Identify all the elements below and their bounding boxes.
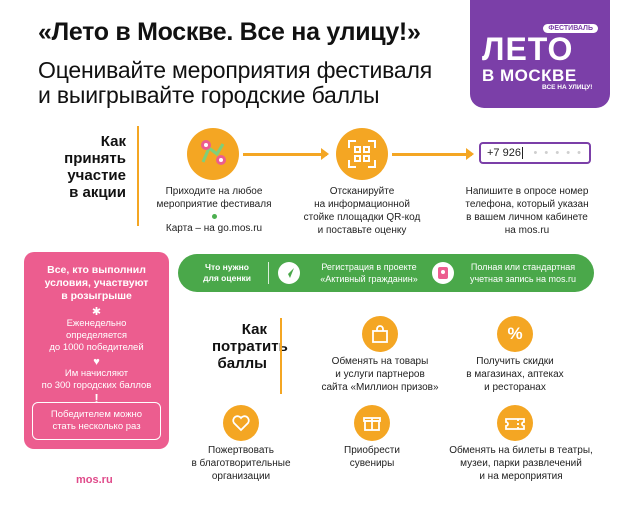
item-line: Обменять на товары [331,356,429,367]
heading-line: участие [67,167,126,184]
section-divider [137,126,139,226]
step-line: Приходите на любое [165,186,263,197]
item-line: музеи, парки развлечений [460,458,582,469]
step-3-text: Напишите в опросе номер телефона, которы… [452,185,602,237]
logo-badge: ФЕСТИВАЛЬ [543,24,598,33]
phone-mask: • • • • • [533,147,583,159]
requirement-1: Регистрация в проекте «Активный граждани… [304,261,434,285]
step-line: на mos.ru [504,225,550,236]
heading-line: потратить [212,338,288,355]
section-divider [280,318,282,394]
logo-main-text: ЛЕТО [482,31,574,67]
bullet-dot [211,214,217,219]
requirement-line: «Активный гражданин» [320,274,418,284]
step-line: телефона, который указан [465,199,589,210]
text-cursor [521,147,523,160]
fact-line: Им начисляют [64,368,129,379]
item-line: Пожертвовать [208,445,274,456]
heading-line: в розыгрыше [61,290,132,302]
heading-line: Все, кто выполнил [47,264,146,276]
item-line: Приобрести [344,445,400,456]
item-line: сувениры [349,458,395,469]
spend-item-5-text: Обменять на билеты в театры, музеи, парк… [440,444,602,483]
title-line: Что нужно [205,262,249,272]
step-line: в вашем личном кабинете [466,212,588,223]
step-line: стойке площадки QR-код [303,212,421,223]
prize-panel: Все, кто выполнил условия, участвуют в р… [24,252,169,449]
step-arrow [392,148,474,160]
spend-item-3-text: Пожертвовать в благотворительные организ… [176,444,306,483]
fact-line: по 300 городских баллов [41,380,152,391]
active-citizen-icon [278,262,300,284]
step-line: и поставьте оценку [317,225,407,236]
spend-item-4-text: Приобрести сувениры [322,444,422,470]
item-line: и на мероприятия [479,471,563,482]
step-2-text: Отсканируйте на информационной стойке пл… [296,185,428,237]
prize-note: Победителем можно стать несколько раз [32,402,161,440]
item-line: сайта «Миллион призов» [321,382,439,393]
participate-heading: Как принять участие в акции [56,133,126,201]
heading-line: условия, участвуют [44,277,149,289]
item-line: и ресторанах [484,382,546,393]
page-title: «Лето в Москве. Все на улицу!» [38,18,421,46]
phone-input-icon: +7 926 • • • • • [479,142,591,164]
prize-heading: Все, кто выполнил условия, участвуют в р… [24,264,169,303]
heading-line: баллы [217,355,267,372]
step-line: на информационной [314,199,410,210]
item-line: организации [211,471,271,482]
band-divider [268,262,269,284]
festival-logo: ФЕСТИВАЛЬ ЛЕТО В МОСКВЕ ВСЕ НА УЛИЦУ! [470,0,610,108]
ticket-icon [497,405,533,441]
logo-tagline: ВСЕ НА УЛИЦУ! [542,84,593,91]
mos-account-icon [432,262,454,284]
item-line: Получить скидки [476,356,554,367]
heart-icon [223,405,259,441]
heading-line: Как [100,133,126,150]
heart-icon: ♥ [93,356,100,368]
heading-line: принять [64,150,126,167]
subtitle-line: и выигрывайте городские баллы [38,82,380,108]
requirements-band: Что нужно для оценки Регистрация в проек… [178,254,594,292]
shopping-bag-icon [362,316,398,352]
step-arrow [243,148,329,160]
step-1-text: Приходите на любое мероприятие фестиваля… [150,185,278,235]
requirements-title: Что нужно для оценки [192,262,262,284]
spend-heading: Как потратить баллы [212,321,288,372]
map-pin-icon [187,128,239,180]
heading-line: в акции [69,184,126,201]
spend-item-2-text: Получить скидки в магазинах, аптеках и р… [456,355,574,394]
requirement-line: Регистрация в проекте [321,262,417,272]
requirement-line: Полная или стандартная [470,262,576,272]
item-line: в благотворительные [191,458,291,469]
star-icon: ✱ [91,306,102,318]
percent-icon: % [497,316,533,352]
item-line: и услуги партнеров [335,369,425,380]
item-line: в магазинах, аптеках [466,369,564,380]
requirement-2: Полная или стандартная учетная запись на… [458,261,588,285]
fact-line: Еженедельно [66,318,127,329]
fact-line: до 1000 победителей [49,342,144,353]
exclamation-icon: ! [94,391,99,406]
requirement-line: учетная запись на mos.ru [469,274,577,284]
note-line: Победителем можно [50,409,143,420]
map-link[interactable]: Карта – на go.mos.ru [165,223,263,234]
note-line: стать несколько раз [52,421,141,432]
subtitle-line: Оценивайте мероприятия фестиваля [38,57,432,83]
logo-sub-text: В МОСКВЕ [482,66,577,85]
title-line: для оценки [203,273,251,283]
prize-fact-2: Им начисляют по 300 городских баллов [24,368,169,392]
phone-value: +7 926 [487,147,521,159]
qr-code-icon [336,128,388,180]
item-line: Обменять на билеты в театры, [449,445,593,456]
fact-line: определяется [65,330,128,341]
gift-box-icon [354,405,390,441]
spend-item-1-text: Обменять на товары и услуги партнеров са… [310,355,450,394]
footer-site-link[interactable]: mos.ru [76,474,113,486]
prize-fact-1: Еженедельно определяется до 1000 победит… [24,318,169,354]
page-subtitle: Оценивайте мероприятия фестиваля и выигр… [38,58,432,108]
step-line: мероприятие фестиваля [156,199,272,210]
step-line: Напишите в опросе номер [465,186,589,197]
step-line: Отсканируйте [329,186,395,197]
heading-line: Как [241,321,267,338]
